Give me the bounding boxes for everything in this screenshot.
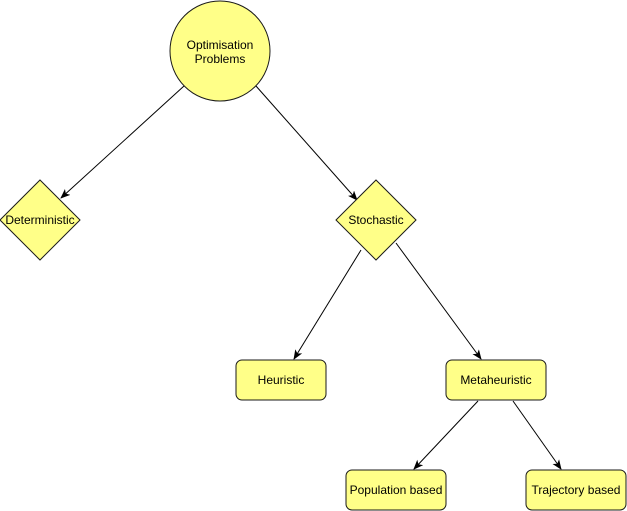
node-heuristic: Heuristic — [235, 359, 327, 401]
node-label-line-1: Optimisation — [187, 38, 254, 52]
edge-root-stochastic — [255, 85, 358, 201]
edge-metaheuristic-trajectory — [512, 400, 562, 470]
node-rounded-rect — [345, 469, 447, 511]
edge-stochastic-metaheuristic — [395, 242, 482, 360]
node-label: Deterministic — [5, 213, 74, 227]
node-trajectory-based: Trajectory based — [525, 469, 627, 511]
edges — [60, 85, 562, 470]
node-stochastic: Stochastic — [335, 179, 417, 261]
node-rounded-rect — [235, 359, 327, 401]
edge-stochastic-heuristic — [293, 249, 362, 360]
node-metaheuristic: Metaheuristic — [445, 359, 547, 401]
node-rounded-rect — [445, 359, 547, 401]
node-label: Heuristic — [258, 373, 305, 387]
edge-metaheuristic-population — [413, 400, 479, 470]
node-circle — [169, 0, 271, 102]
node-rounded-rect — [525, 469, 627, 511]
node-diamond — [335, 179, 417, 261]
node-label-line-2: Problems — [195, 52, 246, 66]
node-label: Trajectory based — [532, 483, 621, 497]
node-population-based: Population based — [345, 469, 447, 511]
node-label: Stochastic — [348, 213, 403, 227]
edge-root-deterministic — [60, 85, 185, 199]
node-deterministic: Deterministic — [0, 179, 81, 261]
node-optimisation-problems: Optimisation Problems — [169, 0, 271, 102]
node-label: Population based — [350, 483, 443, 497]
node-diamond — [0, 179, 81, 261]
node-label: Metaheuristic — [460, 373, 531, 387]
